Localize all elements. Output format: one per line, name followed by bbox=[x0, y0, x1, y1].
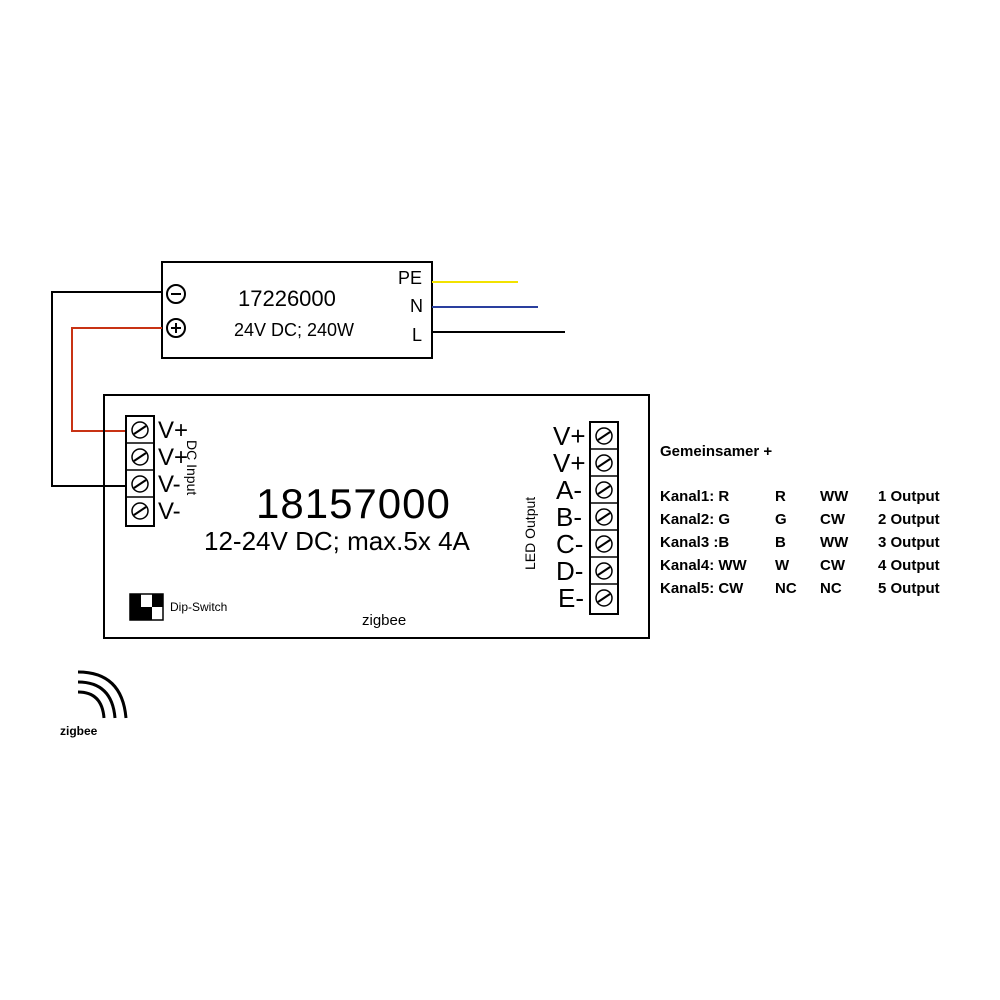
controller-model-label: 18157000 bbox=[256, 480, 451, 527]
input-terminal-label: V- bbox=[158, 471, 181, 498]
input-terminal-label: V+ bbox=[158, 417, 189, 444]
output-terminal-label: V+ bbox=[553, 448, 586, 478]
output-terminal-label: V+ bbox=[553, 421, 586, 451]
output-terminal-label: A- bbox=[556, 475, 582, 505]
channel-cell: Kanal4: WW bbox=[660, 557, 747, 574]
channel-cell: Kanal2: G bbox=[660, 511, 731, 528]
channel-cell: G bbox=[775, 511, 787, 528]
input-terminal-label: V- bbox=[158, 498, 181, 525]
channel-cell: 5 Output bbox=[878, 580, 940, 597]
channel-cell: Kanal5: CW bbox=[660, 580, 744, 597]
channel-cell: NC bbox=[820, 580, 842, 597]
channel-cell: WW bbox=[820, 534, 849, 551]
common-positive-header: Gemeinsamer + bbox=[660, 443, 773, 460]
output-terminal-block bbox=[589, 421, 619, 615]
channel-cell: NC bbox=[775, 580, 797, 597]
output-terminal-label: D- bbox=[556, 556, 584, 586]
pe-terminal-label: PE bbox=[398, 268, 423, 288]
zigbee-logo-label: zigbee bbox=[60, 724, 98, 738]
controller-spec-label: 12-24V DC; max.5x 4A bbox=[204, 526, 470, 556]
channel-cell: B bbox=[775, 534, 786, 551]
channel-cell: R bbox=[775, 488, 786, 505]
psu-spec-label: 24V DC; 240W bbox=[234, 320, 355, 340]
n-terminal-label: N bbox=[410, 296, 423, 316]
channel-cell: Kanal3 :B bbox=[660, 534, 730, 551]
output-terminal-label: C- bbox=[556, 529, 584, 559]
psu-model-label: 17226000 bbox=[238, 286, 336, 311]
output-terminal-label: B- bbox=[556, 502, 582, 532]
plus-terminal-icon bbox=[166, 318, 186, 338]
input-terminal-block bbox=[125, 415, 155, 527]
channel-cell: W bbox=[775, 557, 790, 574]
channel-cell: 1 Output bbox=[878, 488, 940, 505]
negative-wire bbox=[51, 291, 162, 487]
channel-cell: 2 Output bbox=[878, 511, 940, 528]
channel-cell: CW bbox=[820, 557, 845, 574]
channel-cell: CW bbox=[820, 511, 845, 528]
zigbee-wireless-icon bbox=[77, 670, 128, 719]
output-terminal-label: E- bbox=[558, 583, 584, 613]
minus-terminal-icon bbox=[166, 284, 186, 304]
input-terminal-label: V+ bbox=[158, 444, 189, 471]
controller-zigbee-label: zigbee bbox=[362, 612, 407, 629]
l-terminal-label: L bbox=[412, 325, 423, 345]
channel-cell: 3 Output bbox=[878, 534, 940, 551]
power-supply-box bbox=[161, 261, 433, 359]
channel-cell: 4 Output bbox=[878, 557, 940, 574]
led-output-label: LED Output bbox=[522, 496, 538, 570]
dip-switch-icon bbox=[129, 593, 164, 621]
dip-switch-label: Dip-Switch bbox=[170, 600, 228, 614]
controller-box bbox=[103, 394, 650, 639]
channel-cell: Kanal1: R bbox=[660, 488, 730, 505]
channel-cell: WW bbox=[820, 488, 849, 505]
